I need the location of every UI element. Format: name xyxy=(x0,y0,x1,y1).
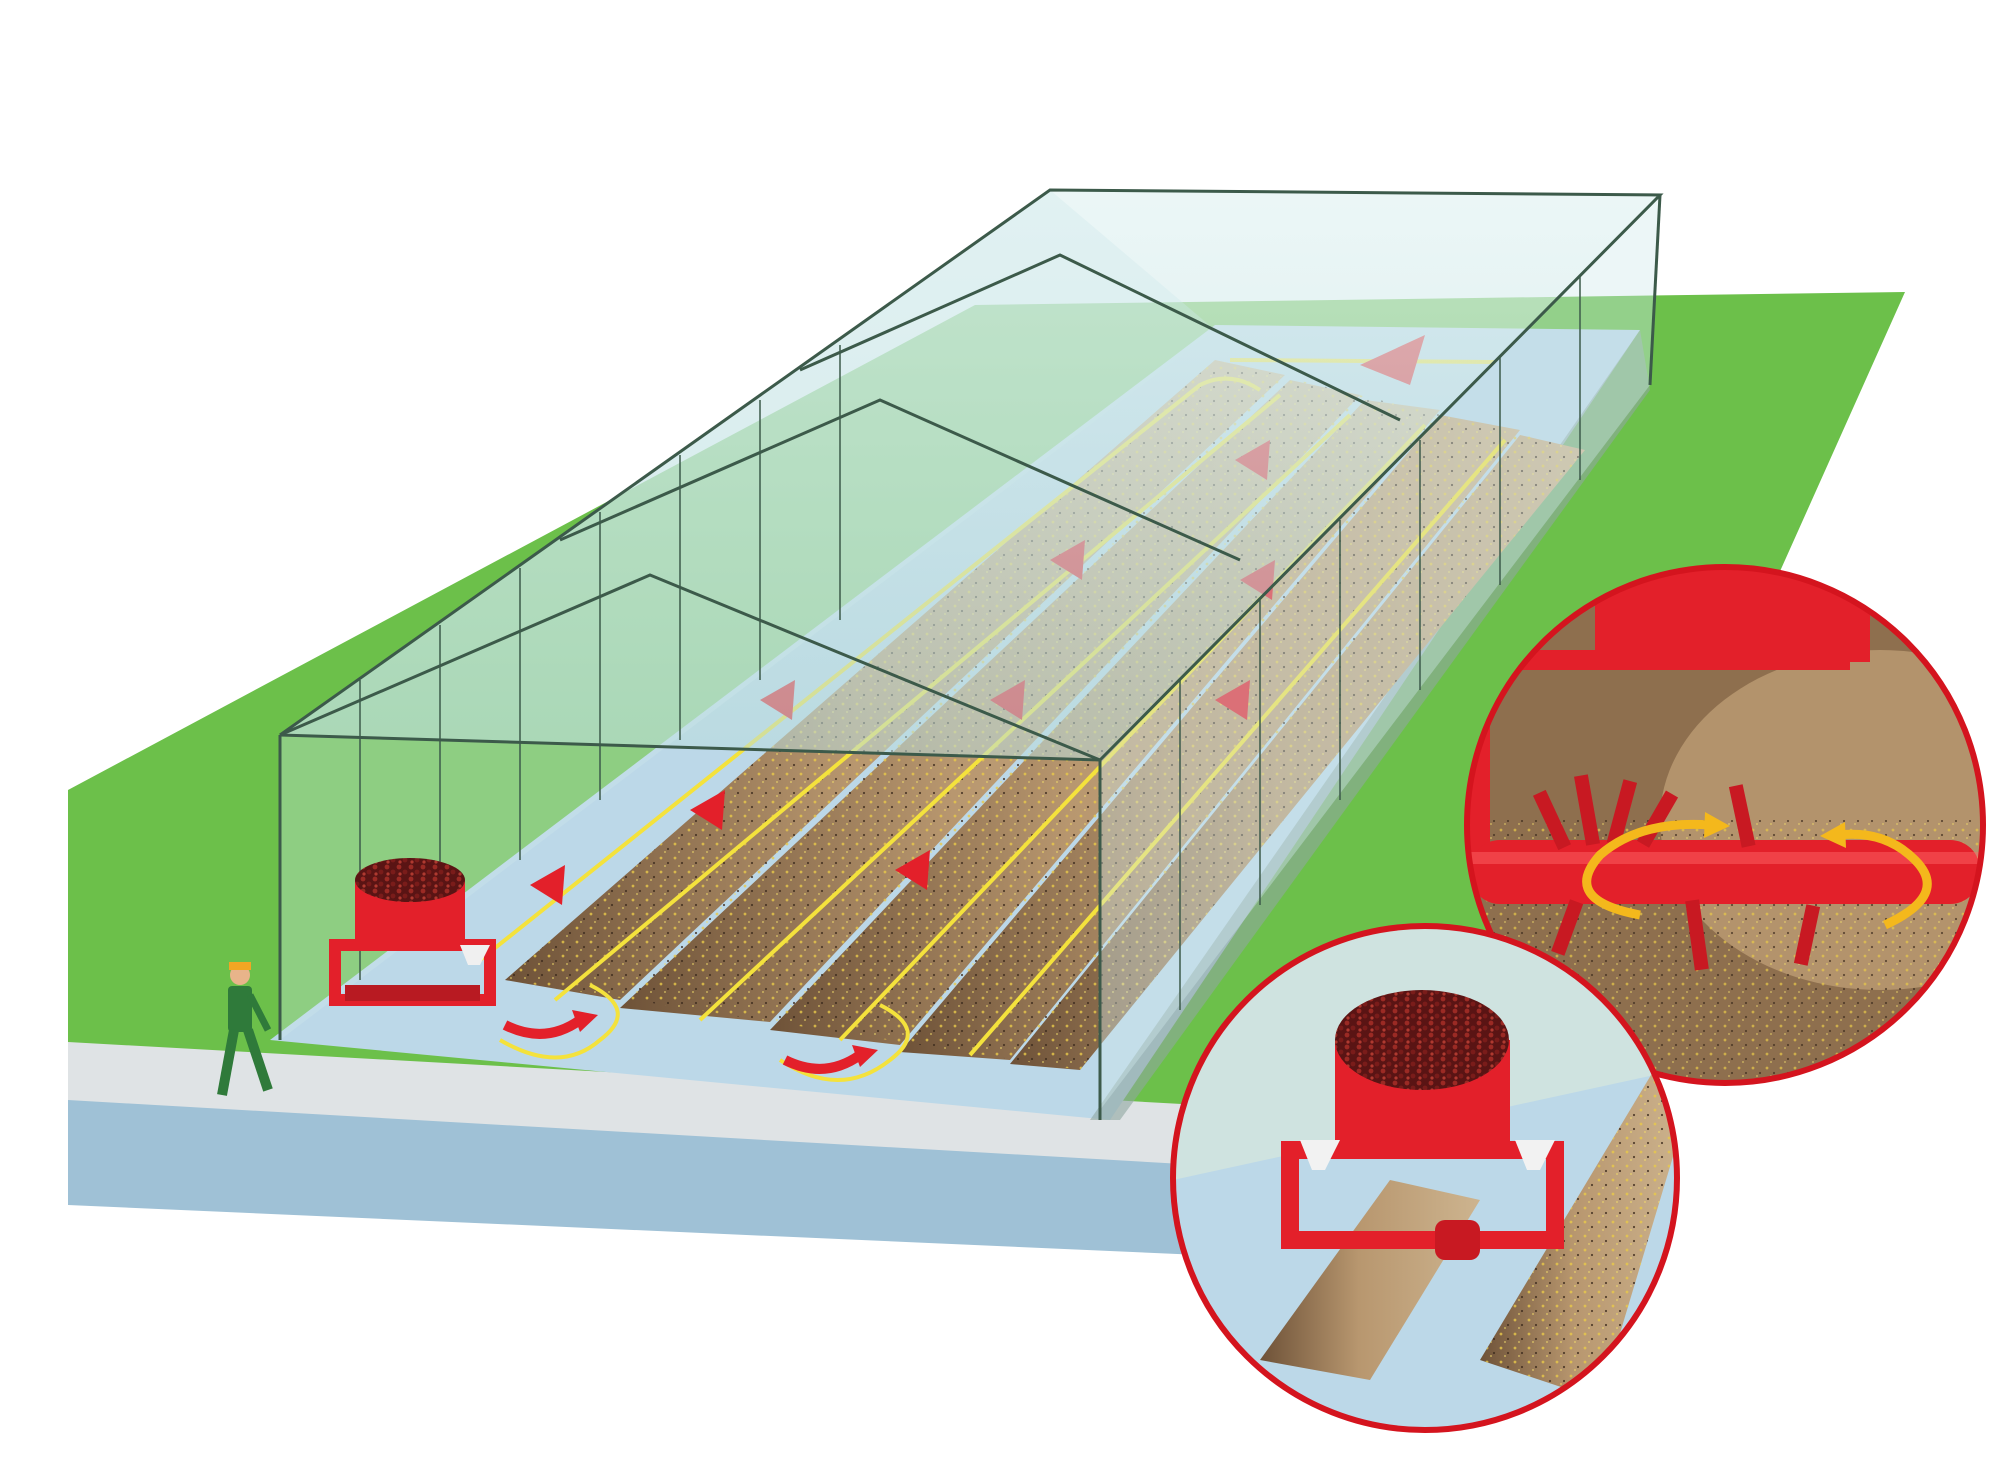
flow-arrow-icon xyxy=(852,1045,878,1067)
flow-arrow-icon xyxy=(690,790,725,830)
pavement xyxy=(68,1042,1200,1175)
turner-wheel-guard xyxy=(460,945,490,965)
ground-strip xyxy=(68,1100,1200,1255)
roof-glass xyxy=(280,190,1660,760)
back-post-right xyxy=(1648,194,1662,386)
windrow-turner-icon xyxy=(329,858,496,1006)
detail-turner-frame xyxy=(1281,1141,1564,1249)
turner-rotor xyxy=(345,985,480,1001)
detail-wheel-guard-left xyxy=(1300,1140,1340,1170)
rotation-arrow-icon xyxy=(1839,829,1932,930)
flow-loop-1 xyxy=(498,983,620,1060)
detail-circle-turner xyxy=(1170,923,1680,1433)
detail-windrow-left xyxy=(1260,1180,1480,1380)
turner-load xyxy=(355,858,465,902)
worker-helmet xyxy=(229,962,251,970)
flow-arrow-icon xyxy=(572,1010,598,1032)
flow-arrow-icon xyxy=(895,850,930,890)
flow-curve-arrow-icon xyxy=(502,1015,583,1039)
detail-load xyxy=(1335,990,1509,1090)
flow-arrow-icon xyxy=(1215,680,1250,720)
rotation-arrow-icon xyxy=(1582,819,1711,920)
detail-frame-top xyxy=(1470,650,1850,670)
truss-mid xyxy=(559,398,1241,562)
flow-arrow-icon xyxy=(530,865,565,905)
worker-arm xyxy=(246,993,272,1032)
flow-loop-2 xyxy=(778,1003,910,1082)
truss-front xyxy=(279,573,1101,762)
detail-circle-rotor xyxy=(1464,564,1986,1086)
right-glass-wall xyxy=(1100,195,1660,1110)
flow-line-5 xyxy=(968,438,1507,1057)
detail-wheel-guard-right xyxy=(1515,1140,1555,1170)
worker-leg-left xyxy=(217,1029,239,1096)
rotation-arrow-head-icon xyxy=(1704,812,1730,838)
detail-rotor-stub xyxy=(1435,1220,1480,1260)
worker-icon xyxy=(217,962,273,1096)
rotation-arrow-head-icon xyxy=(1820,822,1846,848)
worker-leg-right xyxy=(243,1028,273,1092)
worker-body xyxy=(228,986,252,1032)
flow-curve-arrow-icon xyxy=(782,1050,863,1074)
greenhouse-structure xyxy=(278,188,1664,1120)
truss-back xyxy=(799,253,1401,422)
